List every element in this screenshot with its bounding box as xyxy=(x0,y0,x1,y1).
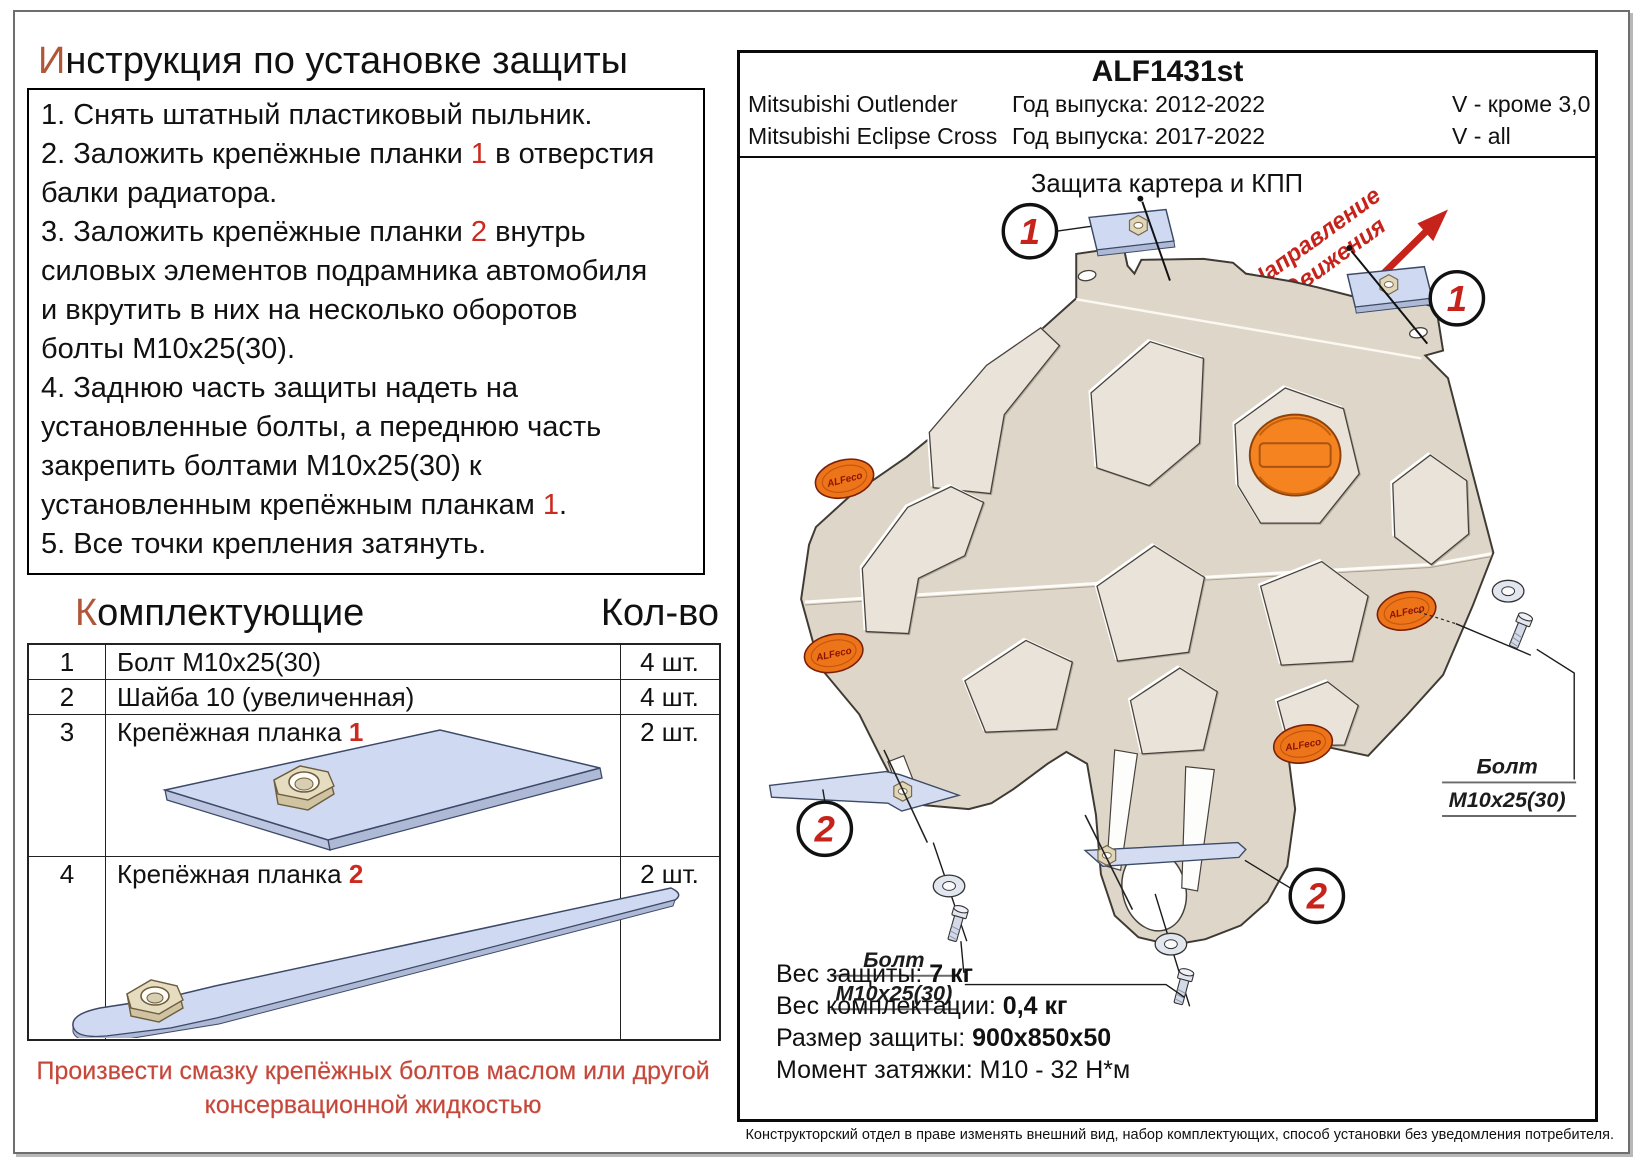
instruction-line: установленным крепёжным планкам 1. xyxy=(41,489,568,521)
drawing-title: Защита картера и КПП xyxy=(1031,170,1303,198)
oil-cap xyxy=(1248,413,1342,497)
qty-header: Кол-во xyxy=(600,592,719,634)
disclaimer-text: Конструкторский отдел в праве изменять в… xyxy=(745,1127,1614,1143)
svg-text:М10х25(30): М10х25(30) xyxy=(1449,787,1566,812)
instruction-line: 1. Снять штатный пластиковый пыльник. xyxy=(41,99,593,131)
stamped-recess xyxy=(1129,667,1218,755)
nut-icon xyxy=(126,979,184,1023)
spec-line: Размер защиты: 900х850х50 xyxy=(776,1024,1112,1052)
spec-line: Момент затяжки: М10 - 32 Н*м xyxy=(776,1056,1131,1084)
page-border xyxy=(13,10,1630,1154)
svg-text:Болт: Болт xyxy=(1476,754,1537,779)
instruction-line: и вкрутить в них на несколько оборотов xyxy=(41,294,578,326)
callout-1: 1 xyxy=(1428,269,1486,327)
instruction-line: 4. Заднюю часть защиты надеть на xyxy=(41,372,519,404)
mounting-plate-2-image xyxy=(72,887,680,1038)
bolt-hardware xyxy=(1418,579,1535,656)
stamped-recess xyxy=(964,639,1074,733)
instruction-line: установленные болты, а переднюю часть xyxy=(41,411,602,443)
strip-slot xyxy=(1106,749,1139,871)
alfeco-badge: ALFeco xyxy=(1272,724,1334,764)
svg-text:1: 1 xyxy=(1020,211,1040,252)
svg-text:М10х25(30): М10х25(30) xyxy=(835,980,952,1005)
mounting-plate-1-image xyxy=(162,729,603,851)
spec-list: Вес защиты: 7 кг Вес комплектации: 0,4 к… xyxy=(776,958,1130,1086)
alfeco-badge: ALFeco xyxy=(1376,590,1437,631)
table-divider xyxy=(105,645,106,1039)
mounting-plate-1 xyxy=(1346,245,1434,345)
callout-1: 1 xyxy=(1001,202,1059,260)
product-panel: ALF1431st Mitsubishi Outlender Год выпус… xyxy=(737,50,1598,1122)
table-row: 3 Крепёжная планка 1 2 шт. xyxy=(29,715,719,857)
stamped-recess xyxy=(1259,560,1369,666)
alfeco-badge: ALFeco xyxy=(814,458,875,500)
table-divider xyxy=(620,645,621,1039)
stamped-recess xyxy=(928,327,1061,495)
plate-fold-line xyxy=(1076,298,1422,360)
bolt-label: Болт М10х25(30) xyxy=(1442,648,1577,817)
page-title: Инструкция по установке защиты xyxy=(38,40,628,82)
vehicle-model: Mitsubishi Eclipse Cross xyxy=(748,123,998,149)
spec-line: Вес комплектации: 0,4 кг xyxy=(776,992,1068,1020)
svg-text:2: 2 xyxy=(1306,876,1327,917)
callout-2: 2 xyxy=(796,789,854,858)
technical-drawing: Защита картера и КПП Направление движени… xyxy=(768,170,1577,1011)
product-code: ALF1431st xyxy=(1091,55,1244,88)
nut-icon xyxy=(273,765,335,811)
vehicle-year: Год выпуска: 2017-2022 xyxy=(1012,123,1266,149)
instruction-line: балки радиатора. xyxy=(41,177,278,209)
instruction-line: 2. Заложить крепёжные планки 1 в отверст… xyxy=(41,138,655,170)
table-row: 4 Крепёжная планка 2 2 шт. xyxy=(59,859,699,889)
vehicle-year: Год выпуска: 2012-2022 xyxy=(1012,91,1266,117)
stamped-recess xyxy=(1392,454,1470,566)
alfeco-badge: ALFeco xyxy=(803,633,864,674)
header-separator xyxy=(740,156,1595,158)
svg-text:1: 1 xyxy=(1447,278,1467,319)
mounting-strip-2 xyxy=(768,749,970,944)
stamped-recess xyxy=(1096,545,1206,662)
table-row: 1 Болт М10х25(30) 4 шт. xyxy=(29,645,719,680)
instruction-line: 3. Заложить крепёжные планки 2 внутрь xyxy=(41,216,586,248)
vehicle-engine: V - all xyxy=(1452,123,1511,149)
instruction-line: закрепить болтами М10х25(30) к xyxy=(41,450,482,482)
vehicle-engine: V - кроме 3,0 xyxy=(1452,91,1591,117)
instruction-line: силовых элементов подрамника автомобиля xyxy=(41,255,648,287)
instructions-box: 1. Снять штатный пластиковый пыльник. 2.… xyxy=(27,88,705,575)
mounting-strip-2 xyxy=(1083,814,1247,1007)
lubrication-warning: Произвести смазку крепёжных болтов масло… xyxy=(36,1057,710,1119)
spec-line: Вес защиты: 7 кг xyxy=(776,960,974,988)
table-row: 2 Шайба 10 (увеличенная) 4 шт. xyxy=(29,680,719,715)
callout-2: 2 xyxy=(1244,859,1346,925)
components-header: Комплектующие Кол-во xyxy=(27,592,719,638)
instruction-line: 5. Все точки крепления затянуть. xyxy=(41,528,487,560)
plate-seam xyxy=(804,552,1492,604)
stamped-recess xyxy=(1090,340,1205,487)
components-table: 1 Болт М10х25(30) 4 шт. 2 Шайба 10 (увел… xyxy=(27,643,721,1041)
instruction-line: болты М10х25(30). xyxy=(41,333,296,365)
vehicle-model: Mitsubishi Outlender xyxy=(748,91,958,117)
mounting-plate-1 xyxy=(1056,195,1176,281)
components-title: Комплектующие xyxy=(75,592,365,634)
svg-text:Болт: Болт xyxy=(863,947,924,972)
stamped-recess xyxy=(861,485,985,635)
svg-text:2: 2 xyxy=(814,809,835,850)
bolt-label: Болт М10х25(30) xyxy=(830,941,1186,1011)
mount-hole xyxy=(1077,269,1097,282)
